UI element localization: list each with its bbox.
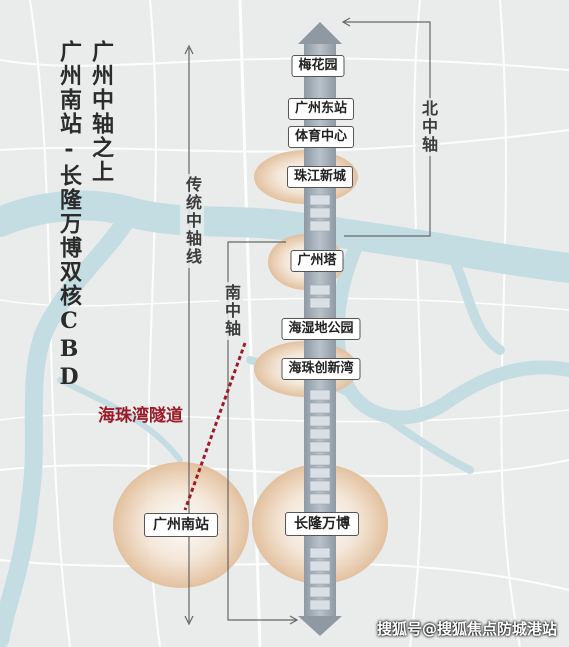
station-changlong-wanbo: 长隆万博 [285,512,359,536]
station-guangzhou-south: 广州南站 [144,513,218,537]
station-guangzhou-east: 广州东站 [287,98,355,120]
traditional-axis-label: 传统中轴线 [180,174,204,268]
south-axis-label: 南中轴 [219,282,243,340]
station-meihuayuan: 梅花园 [291,55,345,77]
station-sports-center: 体育中心 [287,126,355,148]
south-axis-bracket [227,241,299,625]
watermark: 搜狐号@搜狐焦点防城港站 [376,620,557,638]
pearl-river [0,190,569,647]
headline-line2: 广州南站-长隆万博双核CBD [56,40,82,392]
station-wetland-park: 海湿地公园 [281,318,361,340]
headline-line1: 广州中轴之上 [88,40,114,184]
station-haizhu-bay: 海珠创新湾 [281,358,361,380]
tunnel-label: 海珠湾隧道 [98,406,183,426]
tunnel-line [183,342,247,511]
north-axis-label: 北中轴 [416,98,440,156]
station-zhujiang-new-town: 珠江新城 [286,166,354,188]
station-canton-tower: 广州塔 [290,250,344,272]
